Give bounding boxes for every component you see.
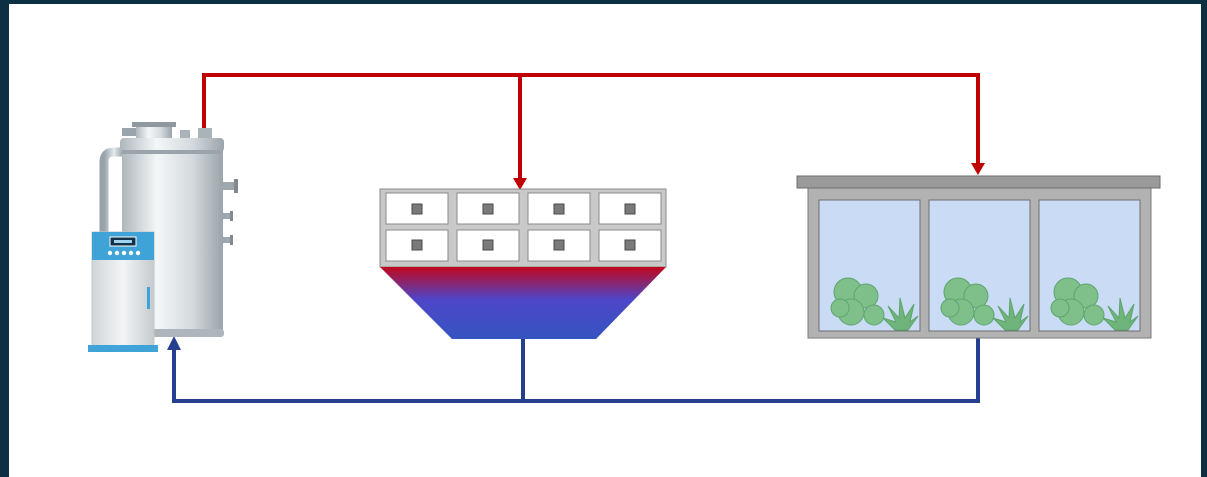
frame-right [1201,0,1207,477]
drawer-knob-icon [411,203,423,215]
drying-cabinet-icon [379,188,667,339]
controller-base [88,345,158,352]
return-arrow-boiler-icon [167,336,181,350]
cabinet-hopper [380,267,666,339]
boiler-nozzle-2-flange [230,211,233,221]
drawer-knob-icon [624,203,636,215]
drawer-knob-icon [553,203,565,215]
controller-display-glyph [114,240,132,243]
boiler-top-cap-rim [132,122,176,127]
boiler-nozzle-3-flange [230,235,233,245]
boiler-nozzle-1-flange [234,179,238,193]
boiler-nozzle-2 [223,213,231,219]
cabinet-drawers [385,192,662,262]
boiler-side-pipe [99,147,124,238]
supply-arrow-greenhouse-icon [971,163,985,175]
plants-icon [940,277,1029,331]
return-pipe-main [172,338,980,403]
frame-left [0,0,9,477]
controller-door-handle [147,287,150,309]
boiler-tank-band [122,150,223,154]
drawer-1-4 [598,192,662,225]
boiler-nozzle-1 [223,182,235,190]
boiler-top-flange [122,128,142,136]
drawer-knob-icon [411,239,423,251]
drawer-knob-icon [482,203,494,215]
return-pipe-network [172,338,980,403]
controller-button-2-icon [114,250,120,256]
greenhouse-roof [796,175,1161,189]
drawer-knob-icon [624,239,636,251]
supply-arrow-cabinet-icon [513,178,527,190]
drawer-1-3 [527,192,591,225]
greenhouse-icon [796,175,1161,339]
controller-button-3-icon [121,250,127,256]
controller-button-1-icon [107,250,113,256]
drawer-knobs [411,203,636,251]
plants-icon [1050,277,1139,331]
plants-icon [830,277,919,331]
frame-top [0,0,1207,4]
boiler-top-nozzle-left [180,130,190,140]
drawer-knob-icon [482,239,494,251]
controller-button-4-icon [128,250,134,256]
boiler-icon [88,122,238,352]
supply-pipe-network [202,73,980,180]
boiler-dome [120,138,224,152]
boiler-nozzle-3 [223,237,231,243]
boiler-top-nozzle-right [198,128,212,140]
controller-button-5-icon [135,250,141,256]
supply-pipe-main [202,73,980,166]
drawer-knob-icon [553,239,565,251]
